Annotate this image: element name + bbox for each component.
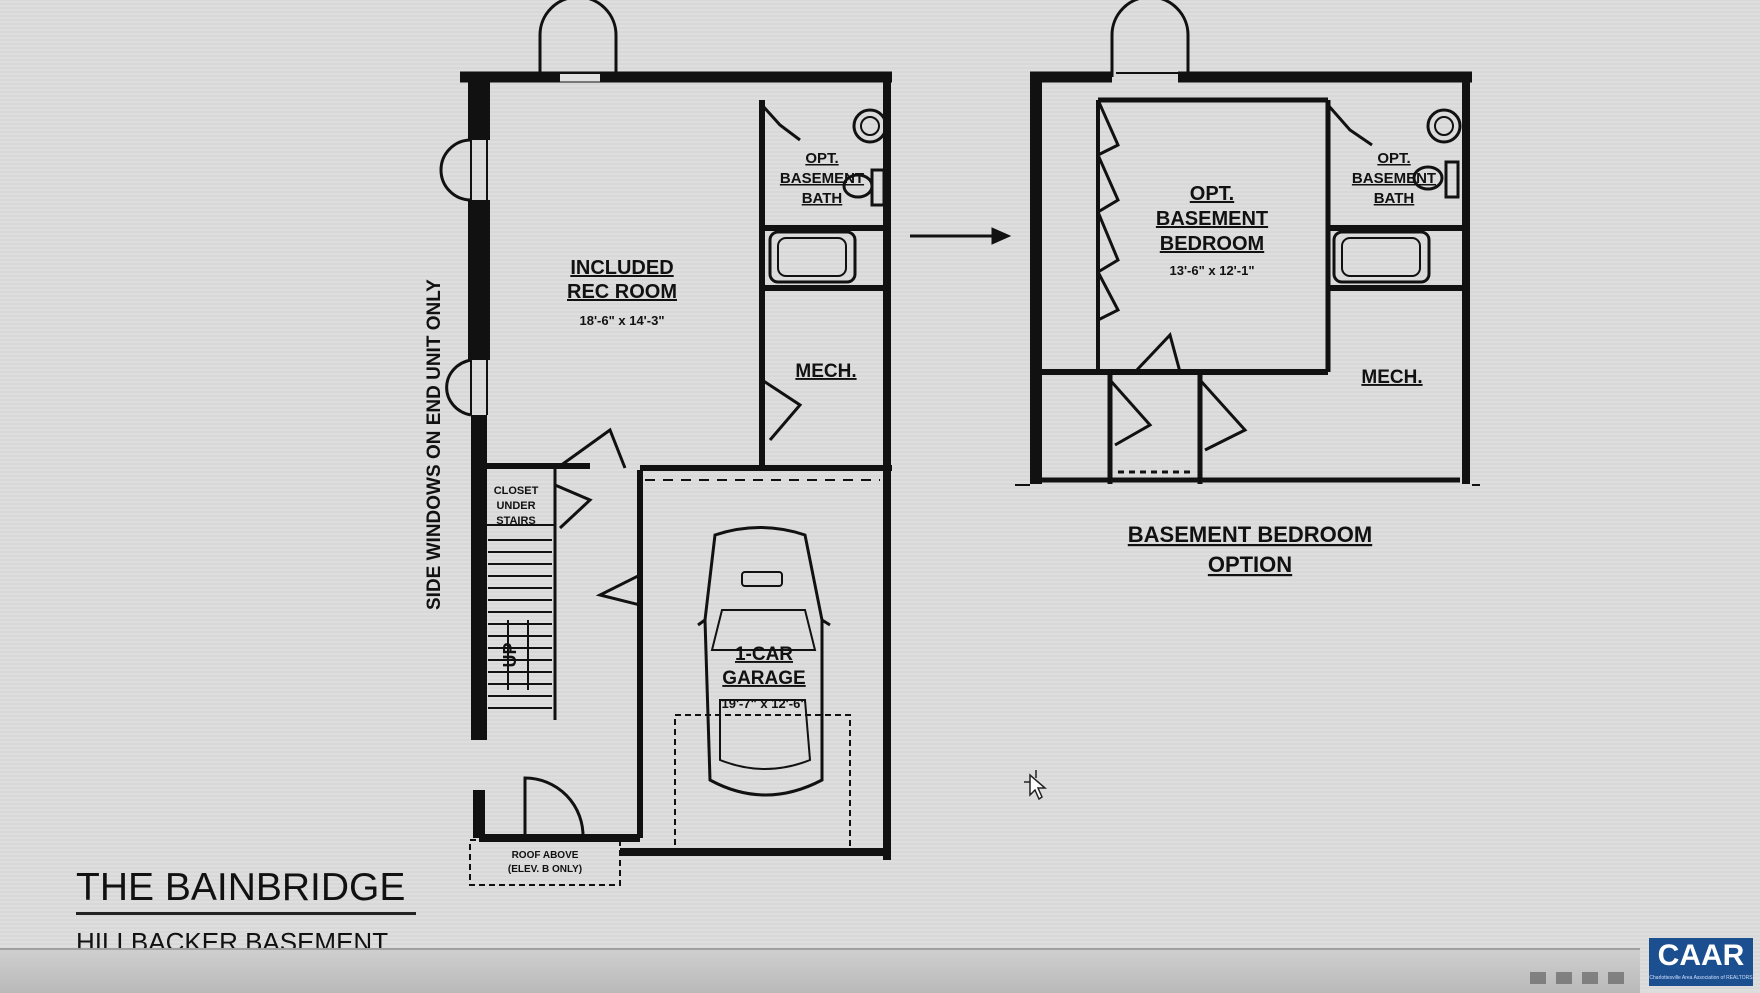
right-arrow-icon: [910, 227, 1012, 245]
closet-line1: CLOSET: [494, 485, 539, 497]
rec-room-dims: 18'-6" x 14'-3": [579, 313, 664, 328]
right-mech-label: MECH.: [1361, 367, 1422, 388]
side-windows-note: SIDE WINDOWS ON END UNIT ONLY: [424, 279, 445, 610]
garage-line1: 1-CAR: [735, 644, 793, 665]
bedroom-line2: BASEMENT: [1156, 208, 1268, 230]
garage-dims: 19'-7" x 12'-6": [721, 696, 806, 711]
monitor-taskbar: [0, 948, 1640, 993]
roof-line1: ROOF ABOVE: [512, 850, 579, 861]
option-label-line2: OPTION: [1208, 552, 1292, 577]
closet-line3: STAIRS: [496, 515, 536, 527]
left-mech-label: MECH.: [795, 361, 856, 382]
logo-tagline: Charlottesville Area Association of REAL…: [1649, 975, 1753, 981]
rec-room-line2: REC ROOM: [567, 281, 677, 303]
right-bath-line1: OPT.: [1377, 150, 1410, 167]
bedroom-dims: 13'-6" x 12'-1": [1169, 263, 1254, 278]
logo-text: CAAR: [1657, 939, 1745, 972]
car-outline: [697, 526, 831, 797]
plan-title: THE BAINBRIDGE: [76, 866, 416, 915]
bedroom-line3: BEDROOM: [1160, 233, 1264, 255]
bedroom-line1: OPT.: [1190, 183, 1234, 205]
closet-line2: UNDER: [496, 500, 535, 512]
view-icon[interactable]: [1608, 972, 1624, 984]
view-icon[interactable]: [1556, 972, 1572, 984]
stair-treads: [488, 539, 552, 709]
rec-room-line1: INCLUDED: [570, 257, 673, 279]
garage-line2: GARAGE: [722, 668, 805, 689]
right-bath-line3: BATH: [1374, 190, 1415, 207]
view-icon[interactable]: [1530, 972, 1546, 984]
view-icon[interactable]: [1582, 972, 1598, 984]
right-bath-line2: BASEMENT: [1352, 170, 1436, 187]
move-cursor-icon: [1024, 770, 1048, 801]
left-floor-plan: [439, 0, 892, 886]
left-bath-line2: BASEMENT: [780, 170, 864, 187]
left-bath-line1: OPT.: [805, 150, 838, 167]
roof-line2: (ELEV. B ONLY): [508, 864, 582, 875]
left-bath-line3: BATH: [802, 190, 843, 207]
caar-logo: CAAR Charlottesville Area Association of…: [1649, 938, 1753, 986]
title-block: THE BAINBRIDGE HILLBACKER BASEMENT: [76, 866, 436, 961]
option-label-line1: BASEMENT BEDROOM: [1128, 522, 1372, 547]
right-floor-plan: [1015, 0, 1480, 486]
stairs-up-label: UP: [500, 642, 520, 667]
